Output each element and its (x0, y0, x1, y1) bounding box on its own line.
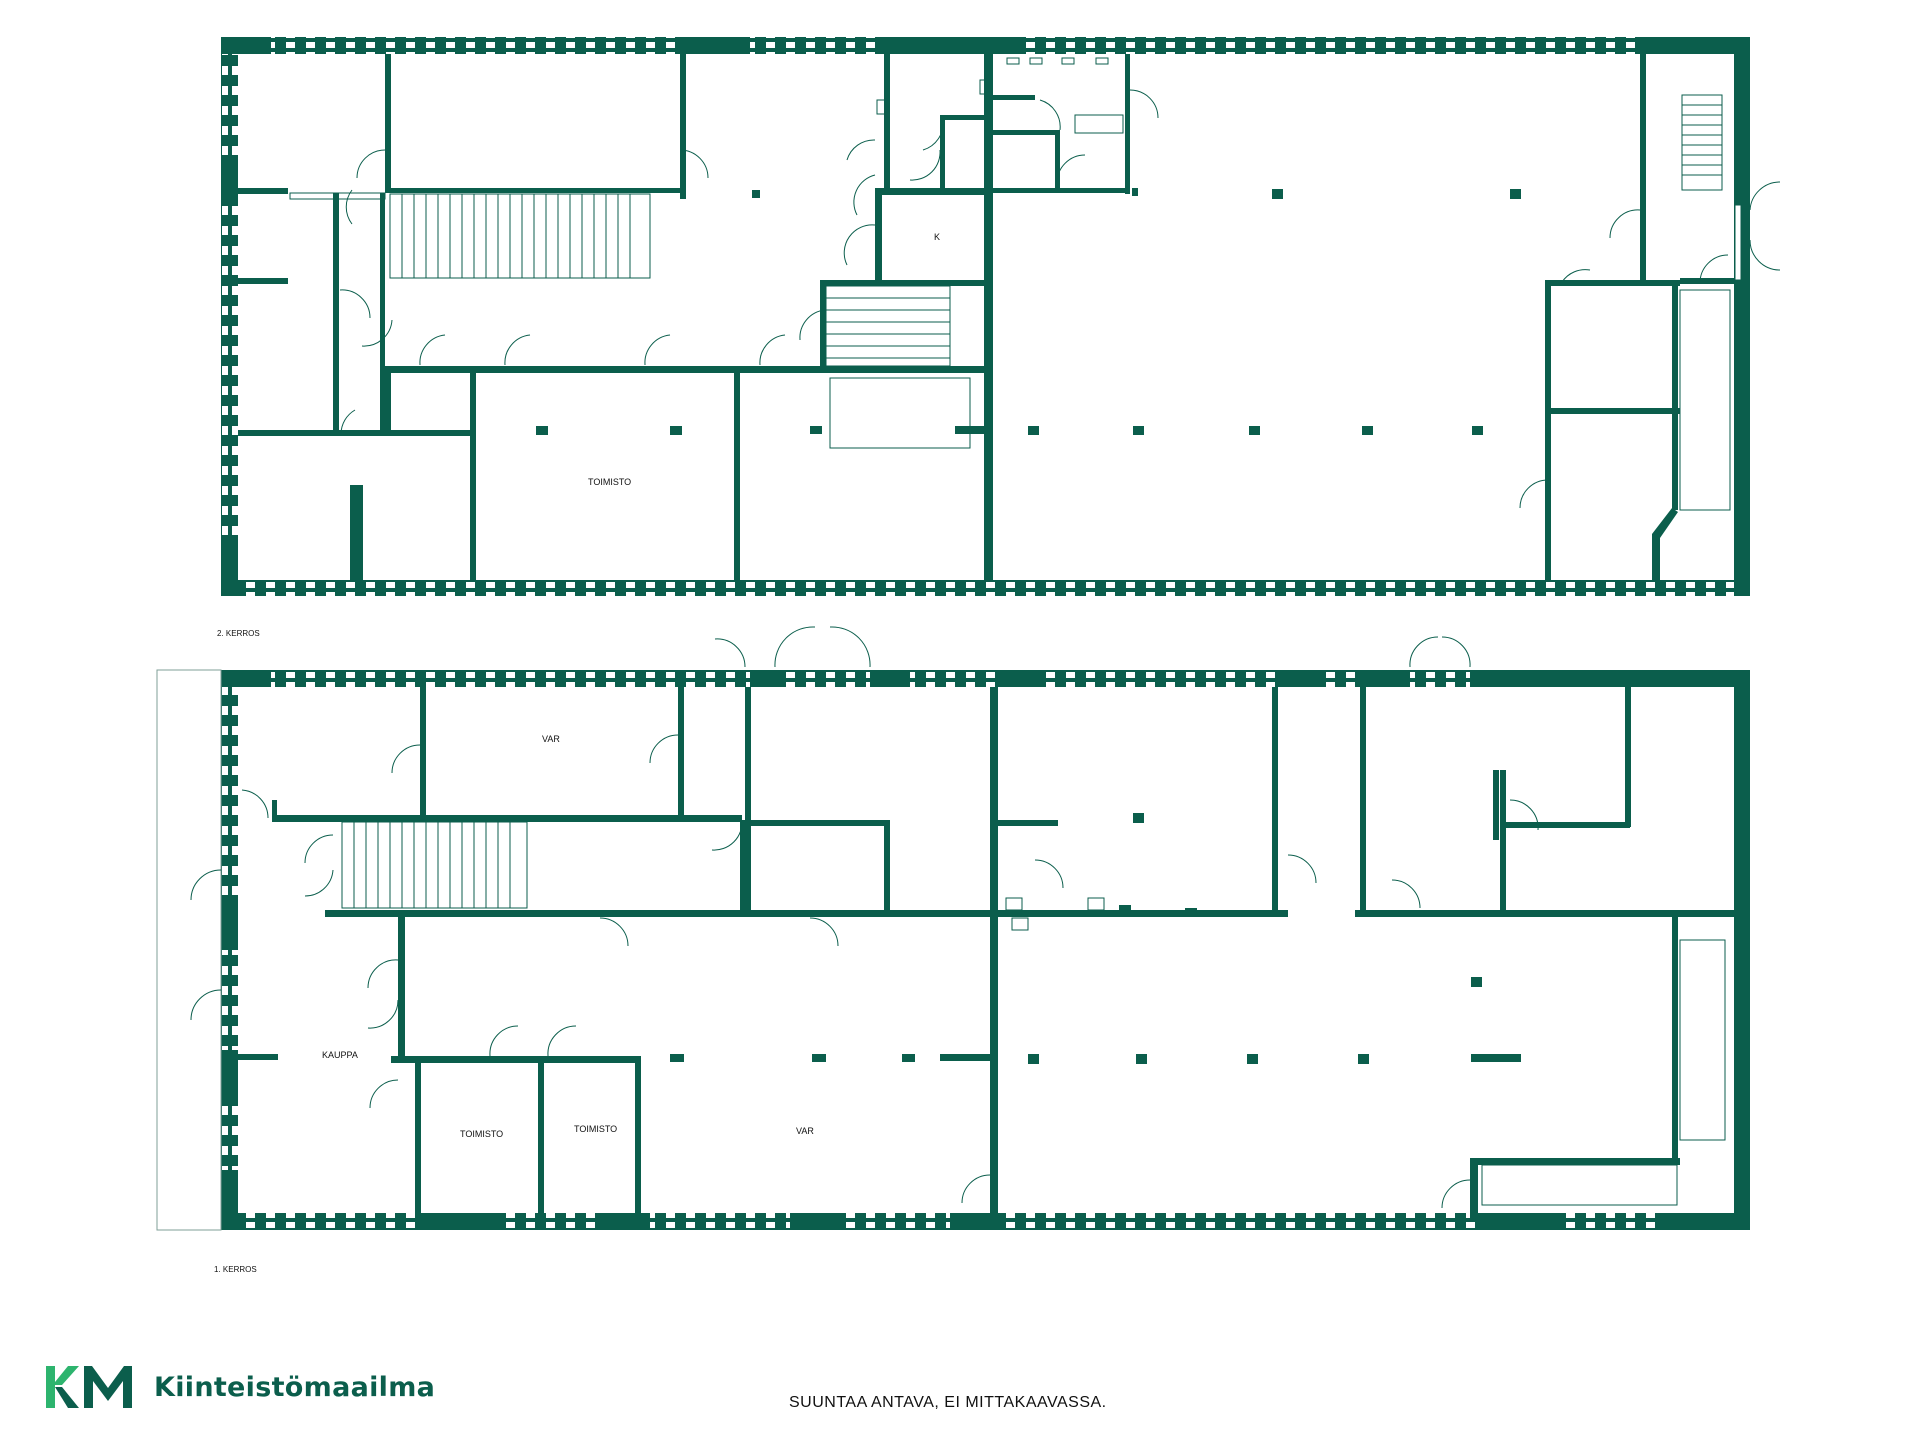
room-label-kauppa: KAUPPA (322, 1050, 358, 1060)
disclaimer-text: SUUNTAA ANTAVA, EI MITTAKAAVASSA. (789, 1394, 1107, 1411)
brand-logo: Kiinteistömaailma (46, 1366, 435, 1408)
outer-wall-bottom (221, 580, 1750, 596)
room-label-k: K (934, 232, 940, 242)
room-label-toimisto-1: TOIMISTO (460, 1129, 503, 1139)
km-logo-icon (46, 1366, 132, 1408)
room-label-toimisto-2: TOIMISTO (574, 1124, 617, 1134)
upper-floor: TOIMISTO K (221, 37, 1781, 596)
room-label-toimisto: TOIMISTO (588, 477, 631, 487)
brand-name: Kiinteistömaailma (154, 1371, 436, 1403)
outer-wall-right (1734, 37, 1750, 596)
room-label-var-bottom: VAR (796, 1126, 814, 1136)
outer-wall-left (221, 37, 238, 596)
outer-wall-right-lower (1734, 670, 1750, 1230)
room-label-var-top: VAR (542, 734, 560, 744)
floor-label-lower: 1. KERROS (214, 1265, 257, 1274)
lower-floor: VAR KAUPPA TOIMISTO TOIMISTO VAR (156, 626, 1750, 1231)
floor-label-upper: 2. KERROS (217, 629, 260, 638)
